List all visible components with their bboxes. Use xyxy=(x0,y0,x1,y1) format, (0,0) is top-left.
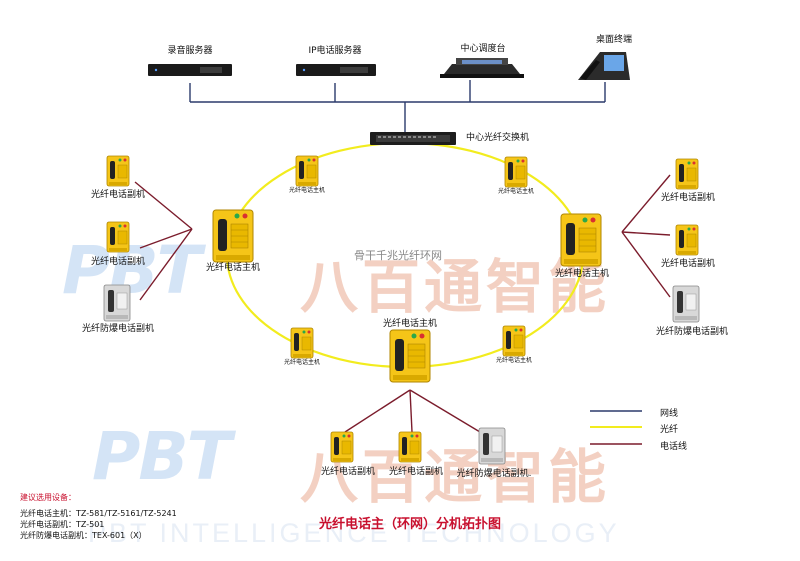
host-bottom xyxy=(389,329,431,383)
ip-phone-server xyxy=(296,64,376,76)
ip-phone-server-label: IP电话服务器 xyxy=(308,46,362,56)
ext-right-2-label: 光纤电话副机 xyxy=(660,259,716,269)
notes-heading: 建议选用设备： xyxy=(20,493,76,502)
ring-label: 骨干千兆光纤环网 xyxy=(354,249,442,262)
watermark-logo-top: PBT xyxy=(62,232,202,309)
ext-right-1 xyxy=(675,158,699,190)
ext-bottom-1 xyxy=(330,431,354,463)
phone-lines xyxy=(134,174,671,433)
watermark-brand-top: 八百通智能 xyxy=(300,253,611,321)
notes-line: 光纤电话副机：TZ-501 xyxy=(20,520,105,529)
explosion-ext-right xyxy=(672,285,700,323)
recording-server-label: 录音服务器 xyxy=(167,46,213,56)
ext-bottom-1-label: 光纤电话副机 xyxy=(320,467,376,477)
dispatch-console xyxy=(440,58,524,78)
recommended-equipment: 建议选用设备： 光纤电话主机：TZ-581/TZ-5161/TZ-5241 光纤… xyxy=(20,492,177,541)
ring-host-small-top-left xyxy=(295,155,319,187)
ext-left-2 xyxy=(106,221,130,253)
host-left xyxy=(212,209,254,263)
core-switch-label: 中心光纤交换机 xyxy=(466,133,530,143)
dispatch-console-label: 中心调度台 xyxy=(460,44,506,54)
legend-fiber-label: 光纤 xyxy=(660,425,679,435)
explosion-ext-right-label: 光纤防爆电话副机 xyxy=(655,327,729,337)
ring-host-small-label-br: 光纤电话主机 xyxy=(495,357,533,364)
legend-phone-line-label: 电话线 xyxy=(660,442,688,452)
ext-bottom-2-label: 光纤电话副机 xyxy=(388,467,444,477)
ext-left-1 xyxy=(106,155,130,187)
notes-line: 光纤电话主机：TZ-581/TZ-5161/TZ-5241 xyxy=(20,509,177,518)
explosion-ext-left xyxy=(103,284,131,322)
ext-bottom-2 xyxy=(398,431,422,463)
legend xyxy=(590,410,642,445)
host-left-label: 光纤电话主机 xyxy=(205,263,261,273)
host-bottom-label: 光纤电话主机 xyxy=(382,319,438,329)
legend-network-label: 网线 xyxy=(660,409,679,419)
ring-host-small-label-tr: 光纤电话主机 xyxy=(497,188,535,195)
host-right xyxy=(560,213,602,267)
ring-host-small-bottom-left xyxy=(290,327,314,359)
ext-right-2 xyxy=(675,224,699,256)
watermark-english: PBT INTELLIGENCE TECHNOLOGY xyxy=(88,518,620,548)
explosion-ext-bottom-label: 光纤防爆电话副机. xyxy=(456,469,532,479)
ring-host-small-top-right xyxy=(504,156,528,188)
desktop-terminal xyxy=(578,52,630,80)
explosion-ext-left-label: 光纤防爆电话副机 xyxy=(81,324,155,334)
network-lines xyxy=(189,80,606,132)
ext-right-1-label: 光纤电话副机 xyxy=(660,193,716,203)
host-right-label: 光纤电话主机 xyxy=(554,269,610,279)
notes-line: 光纤防爆电话副机：TEX-601（X） xyxy=(20,531,147,540)
explosion-ext-bottom xyxy=(478,427,506,465)
desktop-terminal-label: 桌面终端 xyxy=(595,35,633,45)
core-switch xyxy=(370,132,456,145)
ext-left-1-label: 光纤电话副机 xyxy=(90,190,146,200)
watermark-logo-bottom: PBT xyxy=(92,418,232,495)
ring-host-small-label-bl: 光纤电话主机 xyxy=(283,359,321,366)
ext-left-2-label: 光纤电话副机 xyxy=(90,257,146,267)
ring-host-small-bottom-right xyxy=(502,325,526,357)
recording-server xyxy=(148,64,232,76)
diagram-title: 光纤电话主（环网）分机拓扑图 xyxy=(318,517,502,532)
ring-host-small-label-tl: 光纤电话主机 xyxy=(288,187,326,194)
